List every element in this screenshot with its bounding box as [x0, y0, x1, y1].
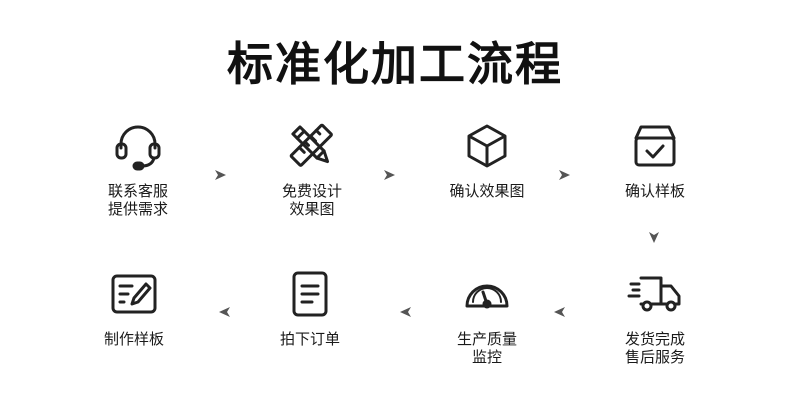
step-label: 制作样板 — [103, 330, 164, 348]
arrow-right-icon — [215, 170, 226, 180]
gauge-icon — [465, 284, 509, 309]
step-label: 确认效果图 — [449, 182, 525, 200]
headset-icon — [115, 125, 161, 171]
arrow-right-icon — [384, 170, 395, 180]
step-label: 确认样板 — [624, 182, 685, 200]
arrow-left-icon — [400, 307, 411, 317]
step-confirm-render: 确认效果图 — [417, 120, 557, 200]
step-make-sample: 制作样板 — [64, 268, 204, 348]
step-contact-service: 联系客服 提供需求 — [68, 120, 208, 218]
step-free-design: 免费设计 效果图 — [242, 120, 382, 218]
arrow-left-icon — [554, 307, 565, 317]
step-label: 拍下订单 — [279, 330, 340, 348]
box-check-icon — [634, 125, 676, 167]
arrow-right-icon — [559, 170, 570, 180]
step-label: 生产质量 监控 — [456, 330, 517, 366]
step-label: 联系客服 提供需求 — [107, 182, 168, 218]
cube-icon — [467, 124, 507, 168]
step-production-qc: 生产质量 监控 — [417, 268, 557, 366]
step-label: 免费设计 效果图 — [281, 182, 342, 218]
step-label: 发货完成 售后服务 — [624, 330, 685, 366]
step-place-order: 拍下订单 — [240, 268, 380, 348]
step-confirm-sample: 确认样板 — [585, 120, 725, 200]
sample-edit-icon — [111, 274, 157, 314]
page-title: 标准化加工流程 — [227, 37, 563, 91]
step-delivery-aftersale: 发货完成 售后服务 — [585, 268, 725, 366]
arrow-down-icon — [649, 232, 659, 243]
arrow-left-icon — [219, 307, 230, 317]
order-document-icon — [292, 271, 328, 317]
pencil-ruler-icon — [289, 123, 333, 167]
delivery-truck-icon — [627, 276, 681, 312]
